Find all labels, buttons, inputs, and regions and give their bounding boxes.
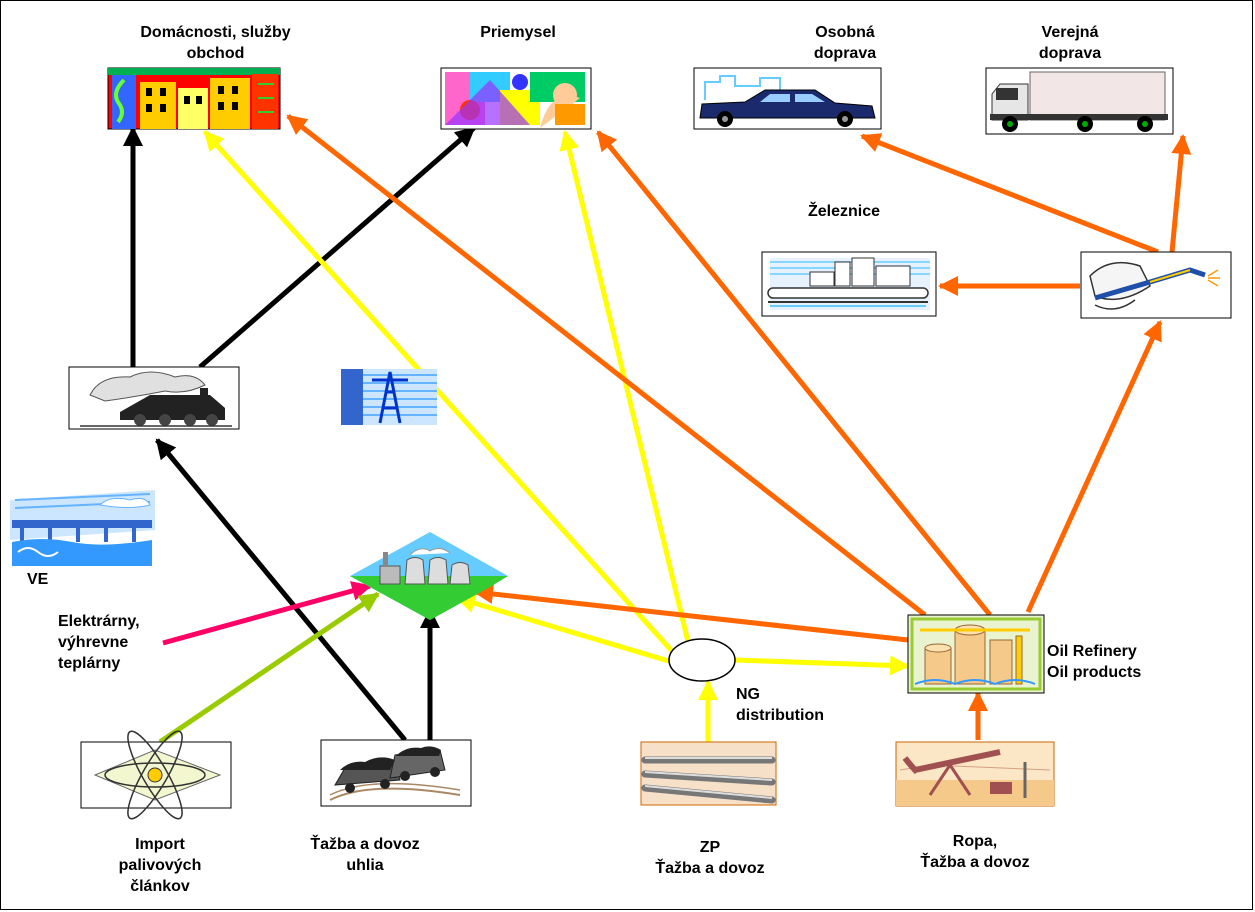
pipeline-icon xyxy=(640,741,777,806)
arrow-refinery-to-powerplant xyxy=(473,584,909,643)
steam-locomotive-icon xyxy=(68,366,240,430)
industry-collage-icon xyxy=(440,67,592,130)
truck-icon xyxy=(985,67,1174,135)
city-buildings-icon xyxy=(107,67,281,130)
arrow-hydro-to-powerplant xyxy=(162,581,372,646)
label-hydro: VE xyxy=(27,571,49,588)
train-city-icon xyxy=(761,251,937,317)
arrow-ng-to-refinery xyxy=(734,655,910,676)
arrow-ng-to-industry xyxy=(559,130,693,651)
atom-icon xyxy=(80,730,232,820)
arrow-fuel-to-truck xyxy=(1169,134,1192,253)
arrow-refinery-to-households xyxy=(286,114,927,617)
refinery-icon xyxy=(907,614,1045,694)
label-power-plants: Elektrárny, výhrevne teplárny xyxy=(58,613,140,672)
label-oil: Ropa, Ťažba a dovoz xyxy=(920,833,1030,871)
arrow-fuel-to-car xyxy=(860,133,1159,255)
label-industry: Priemysel xyxy=(480,24,556,41)
label-coal: Ťažba a dovoz uhlia xyxy=(310,836,420,874)
label-households: Domácnosti, služby obchod xyxy=(140,24,291,62)
arrow-ng-to-households xyxy=(203,130,682,662)
label-nuclear-fuel: Import palivových článkov xyxy=(118,836,202,895)
arrow-refinery-to-industry xyxy=(596,130,992,617)
power-pylon-icon xyxy=(341,369,437,425)
coal-wagon-icon xyxy=(320,739,472,807)
arrow-ng-to-powerplant xyxy=(455,593,673,665)
arrow-coal-to-steam xyxy=(155,438,407,742)
car-icon xyxy=(693,67,882,130)
fuel-nozzle-icon xyxy=(1080,251,1232,319)
oil-pump-icon xyxy=(895,741,1055,807)
label-ng-distribution: NG distribution xyxy=(736,686,824,724)
label-gas: ZP Ťažba a dovoz xyxy=(655,839,765,877)
flow-arrows xyxy=(123,114,1192,745)
hydro-dam-icon xyxy=(10,488,155,568)
label-railway: Železnice xyxy=(808,203,881,220)
arrow-steam-to-industry xyxy=(198,126,476,369)
ng-distribution-node xyxy=(668,638,736,682)
arrow-refinery-to-fuel xyxy=(1025,320,1163,614)
label-refinery: Oil Refinery Oil products xyxy=(1047,643,1142,681)
power-plant-icon xyxy=(350,532,508,620)
arrow-nuclear-to-powerplant xyxy=(158,591,380,745)
label-personal-transport: Osobná doprava xyxy=(813,24,877,62)
label-public-transport: Verejná doprava xyxy=(1038,24,1102,62)
